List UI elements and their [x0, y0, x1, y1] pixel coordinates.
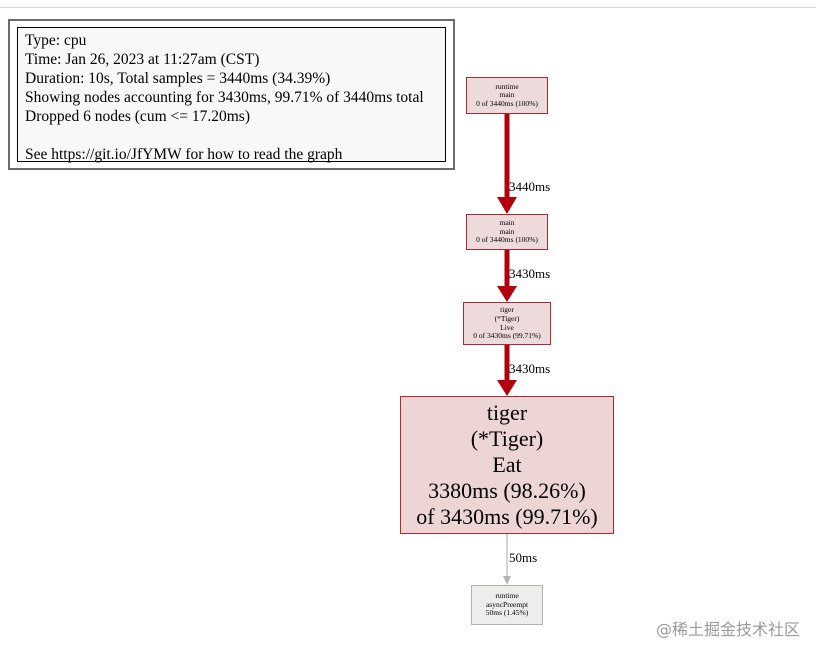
node-tiger-live-stats: 0 of 3430ms (99.71%): [473, 331, 541, 341]
legend-duration: Duration: 10s, Total samples = 3440ms (3…: [25, 70, 331, 87]
edge-label-tiger-eat-to-asyncpreempt: 50ms: [509, 550, 538, 565]
edge-arrowhead-main-main-to-tiger-live: [497, 286, 517, 302]
node-asyncpreempt-package: runtime: [495, 591, 519, 601]
node-runtime-asyncpreempt[interactable]: runtime asyncPreempt 50ms (1.45%): [471, 585, 543, 625]
node-main-main-func: main: [499, 226, 515, 236]
legend-type: Type: cpu: [25, 32, 87, 49]
edge-arrowhead-tiger-live-to-tiger-eat: [497, 380, 517, 396]
watermark: @稀土掘金技术社区: [655, 620, 800, 639]
node-tiger-live-func: Live: [500, 322, 514, 332]
node-runtime-main-package: runtime: [495, 81, 519, 91]
legend-time: Time: Jan 26, 2023 at 11:27am (CST): [25, 51, 260, 68]
node-runtime-main-stats: 0 of 3440ms (100%): [476, 98, 538, 108]
edge-arrowhead-tiger-eat-to-asyncpreempt: [503, 576, 511, 585]
legend-showing: Showing nodes accounting for 3430ms, 99.…: [25, 89, 424, 106]
edge-arrowhead-runtime-main-to-main-main: [497, 197, 517, 214]
node-tiger-eat-package: tiger: [486, 400, 528, 425]
edge-label-tiger-live-to-tiger-eat: 3430ms: [509, 361, 551, 376]
legend-help: See https://git.io/JfYMW for how to read…: [25, 146, 343, 163]
node-tiger-eat-flat: 3380ms (98.26%): [428, 478, 586, 503]
legend-dropped: Dropped 6 nodes (cum <= 17.20ms): [25, 108, 250, 125]
node-main-main-package: main: [499, 218, 515, 228]
node-tiger-live-receiver: (*Tiger): [494, 313, 520, 323]
edge-label-runtime-main-to-main-main: 3440ms: [509, 179, 551, 194]
node-main-main-stats: 0 of 3440ms (100%): [476, 235, 538, 245]
node-main-main[interactable]: main main 0 of 3440ms (100%): [466, 214, 548, 250]
node-tiger-eat[interactable]: tiger (*Tiger) Eat 3380ms (98.26%) of 34…: [400, 396, 614, 534]
node-runtime-main-func: main: [499, 90, 515, 100]
page-top-border: [0, 0, 816, 8]
edge-label-main-main-to-tiger-live: 3430ms: [509, 266, 551, 281]
node-tiger-live-package: tiger: [500, 305, 514, 315]
legend-box: Type: cpu Time: Jan 26, 2023 at 11:27am …: [17, 27, 446, 163]
node-tiger-eat-func: Eat: [492, 452, 522, 477]
node-runtime-main[interactable]: runtime main 0 of 3440ms (100%): [466, 77, 548, 114]
node-tiger-eat-cum: of 3430ms (99.71%): [416, 504, 598, 529]
node-tiger-live[interactable]: tiger (*Tiger) Live 0 of 3430ms (99.71%): [463, 302, 551, 345]
node-tiger-eat-receiver: (*Tiger): [470, 426, 544, 451]
node-asyncpreempt-stats: 50ms (1.45%): [485, 608, 529, 618]
node-asyncpreempt-func: asyncPreempt: [485, 599, 529, 609]
